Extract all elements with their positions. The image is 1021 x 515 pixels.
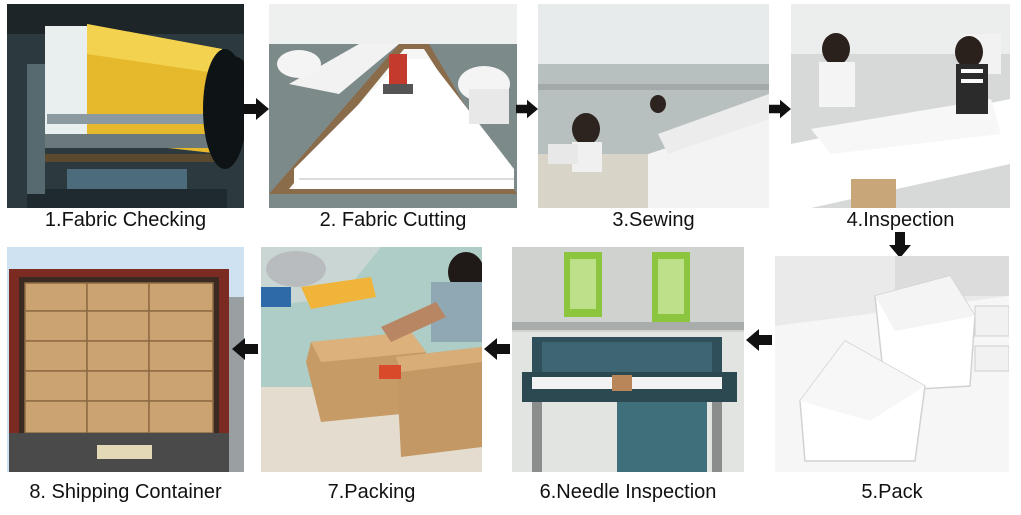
step-label-3: 3.Sewing xyxy=(612,209,695,231)
sewing-photo xyxy=(538,4,769,208)
step-label-7: 7.Packing xyxy=(327,481,416,503)
arrow-left-icon xyxy=(746,329,772,351)
arrow-right-icon xyxy=(769,98,791,120)
needle-inspection-photo xyxy=(512,247,744,472)
step-label-5: 5.Pack xyxy=(861,481,923,503)
fabric-checking-photo xyxy=(7,4,244,208)
step-label-8: 8. Shipping Container xyxy=(29,481,222,503)
step-label-2: 2. Fabric Cutting xyxy=(319,209,467,231)
arrow-left-icon xyxy=(232,338,258,360)
step-label-6: 6.Needle Inspection xyxy=(539,481,717,503)
arrow-right-icon xyxy=(516,98,538,120)
step-label-1: 1.Fabric Checking xyxy=(44,209,207,231)
shipping-container-photo xyxy=(7,247,244,472)
step-label-4: 4.Inspection xyxy=(846,209,955,231)
pack-photo xyxy=(775,256,1009,472)
arrow-right-icon xyxy=(243,98,269,120)
packing-photo xyxy=(261,247,482,472)
arrow-down-icon xyxy=(889,232,911,258)
fabric-cutting-photo xyxy=(269,4,517,208)
inspection-photo xyxy=(791,4,1010,208)
arrow-left-icon xyxy=(484,338,510,360)
